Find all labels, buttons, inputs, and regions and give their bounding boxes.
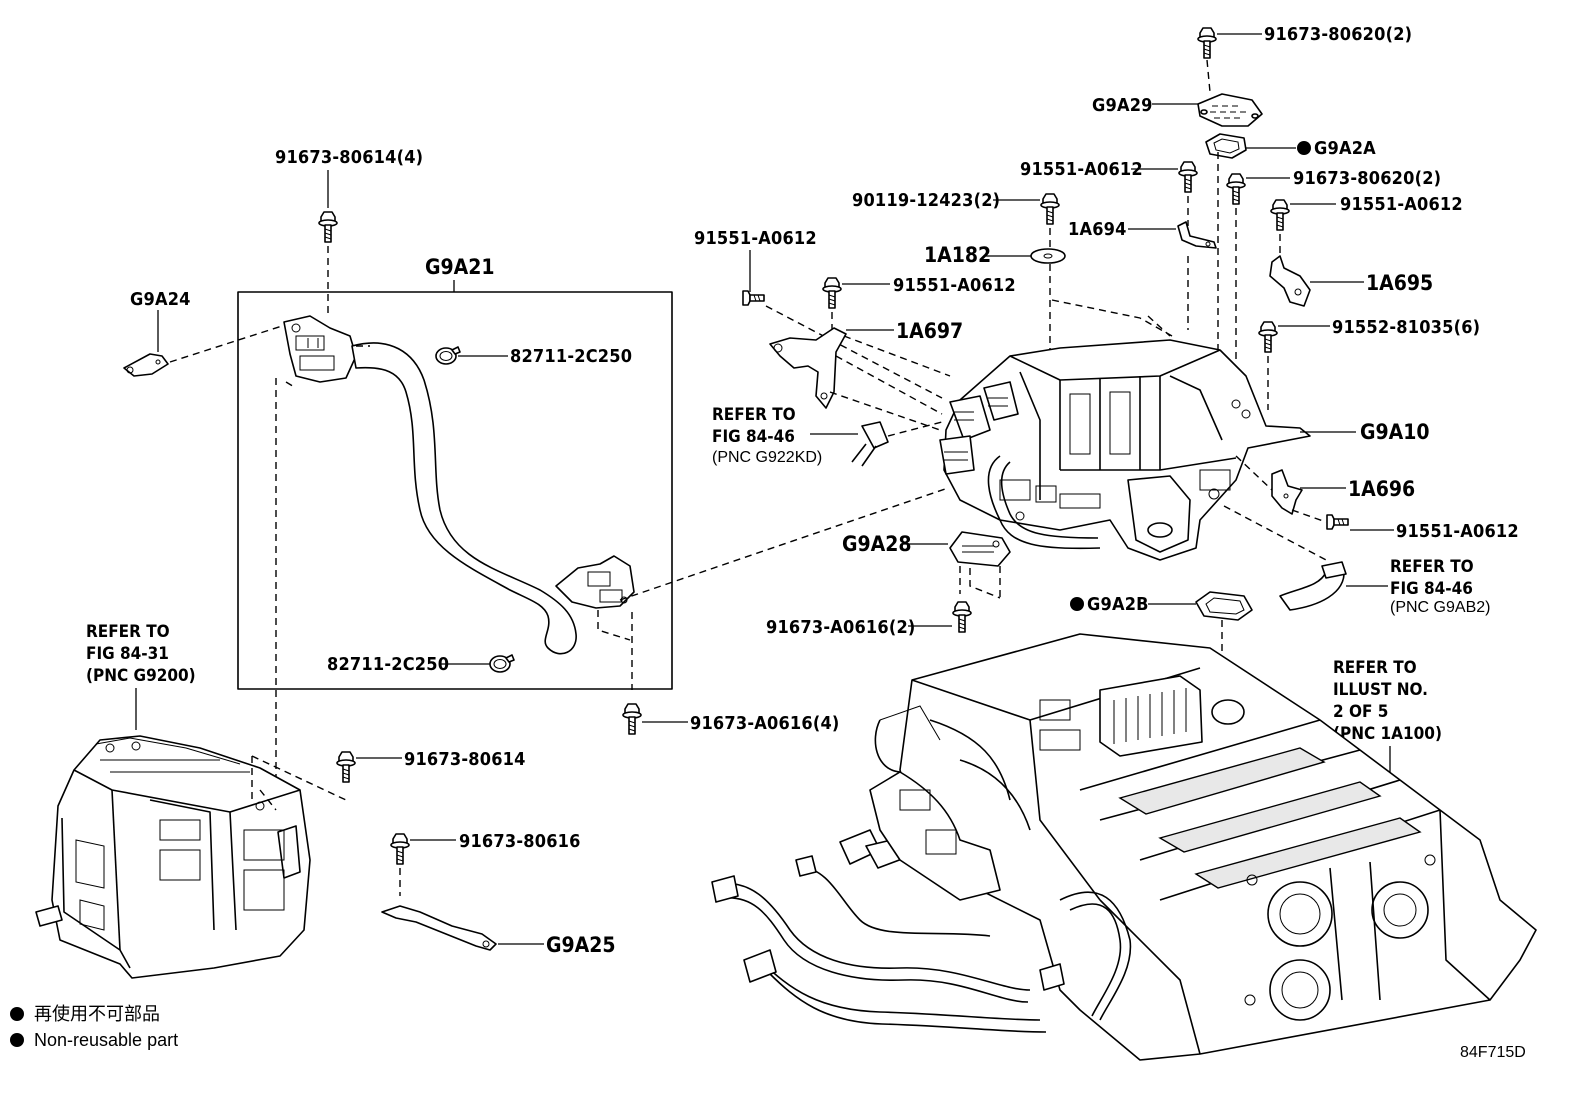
ref-84-31-line2: FIG 84-31 — [86, 644, 169, 664]
clip-g9a24 — [123, 353, 169, 377]
ref-84-46-b-line3: (PNC G9AB2) — [1390, 599, 1490, 616]
bracket-g9a25 — [381, 905, 497, 951]
label-g9a21: G9A21 — [425, 255, 495, 279]
hose-g9a21 — [283, 315, 635, 655]
ref-illust-line4: (PNC 1A100) — [1333, 724, 1442, 744]
label-90119-12423: 90119-12423(2) — [852, 190, 1000, 211]
label-82711-2c250-top: 82711-2C250 — [510, 346, 632, 367]
label-91552-81035: 91552-81035(6) — [1332, 317, 1480, 338]
legend-japanese: 再使用不可部品 — [34, 1004, 160, 1024]
transaxle-assembly-1a100 — [711, 633, 1537, 1061]
bolt-91673-80614 — [336, 751, 356, 783]
label-g9a29: G9A29 — [1092, 95, 1153, 116]
bolt-91673-80620-top — [1197, 27, 1217, 59]
non-reusable-dot-icon — [10, 1033, 24, 1047]
bolt-91673-80616 — [390, 833, 410, 865]
ref-illust-line1: REFER TO — [1333, 658, 1417, 678]
label-g9a2b: G9A2B — [1087, 594, 1149, 615]
cover-g9a29 — [1197, 93, 1263, 127]
label-g9a25: G9A25 — [546, 933, 616, 957]
connector-g9a28 — [949, 531, 1011, 567]
bolt-91673-a0616-4 — [622, 703, 642, 735]
label-91551-a0612-top: 91551-A0612 — [1020, 159, 1143, 180]
ref-84-46-a-line2: FIG 84-46 — [712, 427, 795, 447]
gasket-g9a2a — [1205, 133, 1247, 159]
label-91551-a0612-left: 91551-A0612 — [694, 228, 817, 249]
ref-illust-line2: ILLUST NO. — [1333, 680, 1428, 700]
clamp-icon — [435, 346, 461, 365]
hose-stub-g9ab2 — [1279, 561, 1347, 611]
bracket-1a696 — [1271, 469, 1303, 515]
label-82711-2c250-bottom: 82711-2C250 — [327, 654, 449, 675]
label-91673-80614: 91673-80614 — [404, 749, 526, 770]
inverter-housing-g9a10 — [939, 339, 1311, 561]
label-1a696: 1A696 — [1348, 477, 1415, 501]
label-1a694: 1A694 — [1068, 219, 1127, 240]
bolt-91673-80614-4 — [318, 211, 338, 243]
bolt-90119-12423 — [1040, 193, 1060, 225]
label-g9a2a: G9A2A — [1314, 138, 1376, 159]
label-1a695: 1A695 — [1366, 271, 1433, 295]
label-91551-a0612-mid: 91551-A0612 — [893, 275, 1016, 296]
legend-english: Non-reusable part — [34, 1030, 178, 1050]
ref-84-31-line1: REFER TO — [86, 622, 170, 642]
label-91673-80620-mid: 91673-80620(2) — [1293, 168, 1441, 189]
figure-code: 84F715D — [1460, 1044, 1526, 1061]
bolt-91551-a0612-right2 — [1326, 514, 1349, 530]
bolt-91673-80620-mid — [1226, 173, 1246, 205]
label-91673-80620-top: 91673-80620(2) — [1264, 24, 1412, 45]
label-91673-a0616-4: 91673-A0616(4) — [690, 713, 840, 734]
bolt-91673-a0616-2 — [952, 601, 972, 633]
inverter-assembly-g9200 — [35, 735, 311, 979]
ref-84-31-line3: (PNC G9200) — [86, 666, 196, 686]
ref-84-46-a-line3: (PNC G922KD) — [712, 449, 822, 466]
bracket-1a695 — [1269, 255, 1311, 307]
ref-84-46-b-line2: FIG 84-46 — [1390, 579, 1473, 599]
hose-stub-g922kd — [851, 421, 889, 467]
ref-84-46-b-line1: REFER TO — [1390, 557, 1474, 577]
bolt-91551-a0612-right1 — [1270, 199, 1290, 231]
bolt-91551-a0612-left — [742, 290, 765, 306]
assembly-frame-g9a21 — [237, 291, 673, 690]
bolt-91551-a0612-top — [1178, 161, 1198, 193]
ref-84-46-a-line1: REFER TO — [712, 405, 796, 425]
label-g9a28: G9A28 — [842, 532, 912, 556]
clamp-icon — [489, 654, 515, 673]
bracket-1a697 — [769, 327, 847, 409]
label-91673-80614-4: 91673-80614(4) — [275, 147, 423, 168]
non-reusable-dot-icon — [1070, 597, 1084, 611]
washer-1a182 — [1030, 248, 1066, 264]
label-91551-a0612-right2: 91551-A0612 — [1396, 521, 1519, 542]
bracket-1a694 — [1177, 221, 1217, 249]
gasket-g9a2b — [1195, 591, 1253, 621]
label-g9a10: G9A10 — [1360, 420, 1430, 444]
non-reusable-dot-icon — [10, 1007, 24, 1021]
label-91673-80616: 91673-80616 — [459, 831, 581, 852]
bolt-91552-81035 — [1258, 321, 1278, 353]
label-91673-a0616-2: 91673-A0616(2) — [766, 617, 916, 638]
label-g9a24: G9A24 — [130, 289, 191, 310]
non-reusable-dot-icon — [1297, 141, 1311, 155]
bolt-91551-a0612-mid — [822, 277, 842, 309]
label-1a182: 1A182 — [924, 243, 991, 267]
label-91551-a0612-right1: 91551-A0612 — [1340, 194, 1463, 215]
label-1a697: 1A697 — [896, 319, 963, 343]
ref-illust-line3: 2 OF 5 — [1333, 702, 1388, 722]
